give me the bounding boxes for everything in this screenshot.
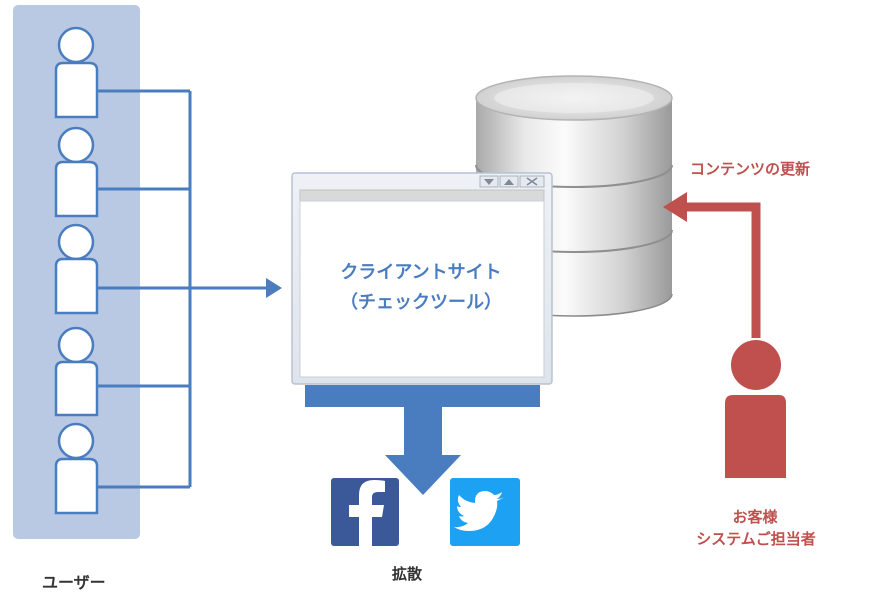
facebook-icon [331, 478, 399, 546]
browser-window-icon [291, 172, 553, 385]
spread-arrow [305, 385, 540, 495]
customer-label: お客様 [732, 508, 778, 526]
users-label: ユーザー [42, 573, 106, 592]
user-icon [54, 422, 99, 515]
user-icon [54, 326, 99, 417]
spread-label: 拡散 [392, 565, 423, 583]
system-admin-label: システムご担当者 [696, 530, 816, 548]
user-icon [54, 26, 99, 119]
arrow-to-client-site [266, 278, 282, 298]
user-icons [54, 26, 99, 515]
user-connector-lines [98, 89, 272, 489]
user-icon [54, 126, 99, 218]
user-icon [54, 223, 99, 315]
customer-icon [725, 340, 786, 478]
client-site-label: クライアントサイト [340, 262, 502, 283]
content-update-arrow [663, 192, 761, 338]
check-tool-label: （チェックツール） [340, 292, 502, 313]
content-update-label: コンテンツの更新 [690, 160, 811, 178]
twitter-icon [450, 478, 520, 546]
